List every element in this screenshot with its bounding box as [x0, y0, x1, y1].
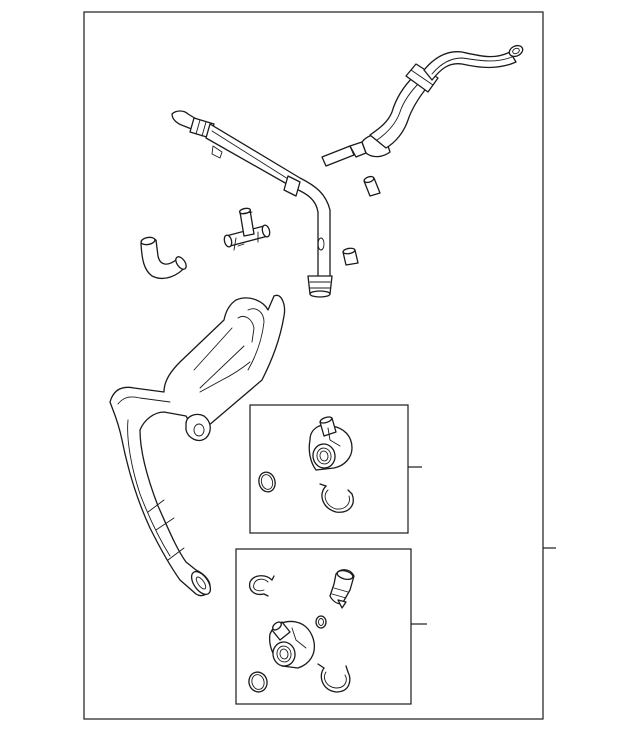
kit-1-retaining-clip [319, 483, 354, 513]
elbow-hose [140, 236, 187, 280]
kit-2-bleeder-valve [329, 569, 355, 609]
tee-connector [223, 207, 271, 251]
coolant-tube-pipe [171, 110, 333, 298]
kit-2-small-o-ring [315, 615, 327, 629]
kit-2-snap-ring [248, 575, 275, 597]
repair-kit-1 [249, 404, 422, 534]
kit-2-fitting [268, 620, 316, 669]
hose-clamp-lower [342, 247, 359, 266]
kit-2-retaining-clip [317, 663, 351, 693]
repair-kit-2 [235, 548, 427, 705]
upper-coolant-hose [321, 44, 524, 167]
kit-1-o-ring [258, 471, 276, 493]
kit-1-frame [249, 404, 409, 534]
diagram-frame [83, 11, 544, 720]
hose-clamp-small [363, 175, 381, 197]
kit-1-fitting [308, 416, 353, 471]
lower-radiator-hose [109, 294, 286, 597]
kit-2-frame [235, 548, 412, 705]
kit-2-o-ring [248, 671, 268, 693]
